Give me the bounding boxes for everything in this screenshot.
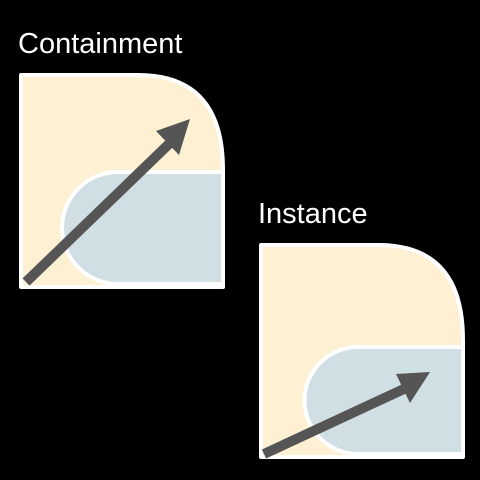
arrow-head [396, 372, 430, 403]
containment-label: Containment [18, 28, 183, 60]
instance-label: Instance [258, 198, 368, 230]
instance-icon[interactable] [258, 242, 470, 462]
arrow-shaft [22, 139, 174, 286]
arrow-shaft [261, 383, 409, 459]
arrow-head [156, 119, 190, 155]
lower-region [60, 170, 225, 286]
containment-icon[interactable] [18, 72, 230, 292]
